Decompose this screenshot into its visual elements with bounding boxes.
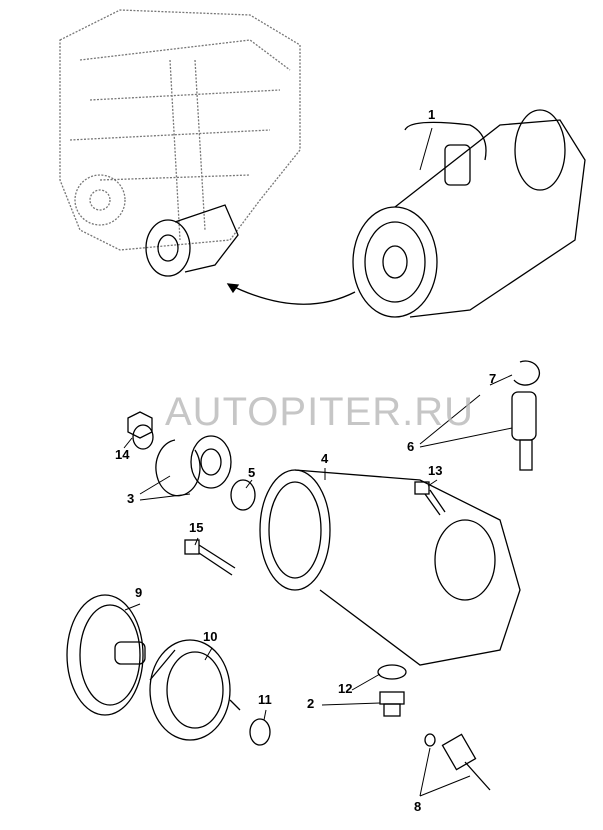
callout-8: 8 — [414, 799, 422, 814]
part-9-clutch-hub — [66, 594, 146, 716]
callout-10: 10 — [203, 629, 218, 644]
callout-12: 12 — [338, 681, 353, 696]
part-6-valve — [511, 391, 537, 471]
callout-5: 5 — [248, 465, 256, 480]
callout-6: 6 — [407, 439, 415, 454]
part-13-bolt — [414, 481, 446, 516]
engine-compressor-small — [145, 204, 239, 277]
part-3-bearing — [190, 435, 232, 489]
part-10-pulley — [149, 639, 241, 741]
location-arrow — [227, 283, 356, 305]
part-8-sensor — [424, 733, 491, 791]
leader-lines — [123, 127, 513, 797]
callout-3: 3 — [127, 491, 135, 506]
part-2-plug — [379, 691, 405, 717]
callout-15: 15 — [189, 520, 204, 535]
watermark: AUTOPITER.RU — [165, 390, 475, 434]
callout-2: 2 — [307, 696, 315, 711]
part-11-ring — [249, 718, 271, 746]
callout-11: 11 — [258, 692, 272, 707]
part-15-bolt — [184, 539, 236, 576]
callout-9: 9 — [135, 585, 143, 600]
part-4-compressor — [259, 469, 521, 666]
part-7-circlip — [513, 360, 541, 386]
callout-1: 1 — [428, 107, 436, 122]
callout-4: 4 — [321, 451, 329, 466]
callout-13: 13 — [428, 463, 443, 478]
part-5-ring — [230, 479, 256, 511]
callout-14: 14 — [115, 447, 130, 462]
part-12-o-ring — [377, 664, 407, 680]
part-14-nut — [127, 411, 154, 450]
callout-7: 7 — [489, 371, 497, 386]
part-3-snap-ring — [155, 439, 201, 497]
compressor-detail — [352, 109, 586, 318]
engine-illustration — [59, 9, 301, 251]
